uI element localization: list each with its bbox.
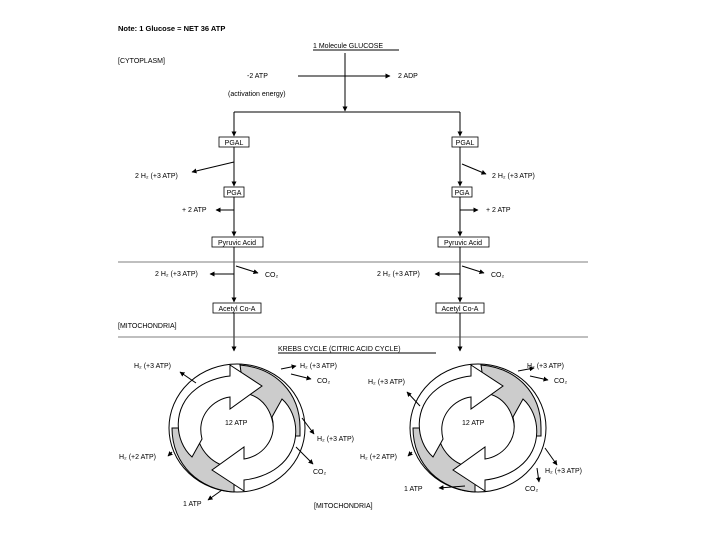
co2-label-left: CO₂ <box>265 272 279 279</box>
krebs-cycle-left: 12 ATP H₂ (+3 ATP) H₂ (+3 ATP) CO₂ H₂ (+… <box>119 363 354 508</box>
cytoplasm-label: [CYTOPLASM] <box>118 58 165 65</box>
arrow-co2-bottom-r <box>535 467 541 483</box>
label-h2-3-topright: H₂ (+3 ATP) <box>300 363 337 370</box>
arrow-h2-2-left-r <box>407 451 413 457</box>
right-branch: PGAL 2 H₂ (+3 ATP) PGA + 2 ATP Pyruvic A… <box>377 136 535 352</box>
label-co2-topright-r: CO₂ <box>554 378 568 385</box>
co2-arrow-left <box>235 265 259 275</box>
pga-box-right <box>451 186 473 198</box>
left-branch: PGAL 2 H₂ (+3 ATP) PGA + 2 ATP Pyruvic A… <box>135 136 279 352</box>
pyruvic-box-right <box>437 236 490 248</box>
white-arrow-bottom-right <box>452 398 538 492</box>
white-arrow-top-right <box>418 364 504 458</box>
arrow-h2-3-right <box>301 417 315 435</box>
pga-label-right: PGA <box>455 190 470 197</box>
pgal-box-right <box>451 136 479 148</box>
co2-label-right: CO₂ <box>491 272 505 279</box>
mitochondria-label-bottom: [MITOCHONDRIA] <box>314 503 373 510</box>
glucose-label: 1 Molecule GLUCOSE <box>313 43 383 50</box>
arrow-h2-3-right-r <box>544 447 558 466</box>
arrow-h2-3-topleft-r <box>406 391 421 407</box>
krebs-ring-left <box>168 363 306 493</box>
arrow-h2-3-topright-r <box>517 366 535 372</box>
acetyl-box-left <box>212 302 262 314</box>
acetyl-label-right: Acetyl Co-A <box>442 306 479 313</box>
label-co2-right: CO₂ <box>313 469 327 476</box>
label-h2-3-topleft-r: H₂ (+3 ATP) <box>368 379 405 386</box>
h2-label-left-2: 2 H₂ (+3 ATP) <box>155 271 198 278</box>
arrow-1atp-right <box>438 485 466 491</box>
white-arrow-bottom-left <box>211 398 297 492</box>
krebs-ring-right <box>409 363 547 493</box>
co2-arrow-right <box>461 265 485 275</box>
h2-label-right: 2 H₂ (+3 ATP) <box>492 173 535 180</box>
arrow-h2-3-topleft <box>179 371 197 384</box>
minus-atp-label: -2 ATP <box>247 73 268 80</box>
acetyl-label-left: Acetyl Co-A <box>219 306 256 313</box>
pyruvic-label-right: Pyruvic Acid <box>444 240 482 247</box>
h2-label-right-2: 2 H₂ (+3 ATP) <box>377 271 420 278</box>
arrow-co2-topright-r <box>529 375 549 382</box>
activation-energy-label: (activation energy) <box>228 91 286 98</box>
arrow-co2-right <box>295 446 314 465</box>
label-h2-2-left: H₂ (+2 ATP) <box>119 454 156 461</box>
label-h2-3-right: H₂ (+3 ATP) <box>317 436 354 443</box>
label-h2-3-right-r: H₂ (+3 ATP) <box>545 468 582 475</box>
white-arrow-top-left <box>177 364 263 458</box>
arrow-h2-2-left <box>167 451 173 457</box>
label-h2-2-left-r: H₂ (+2 ATP) <box>360 454 397 461</box>
label-h2-3-topleft: H₂ (+3 ATP) <box>134 363 171 370</box>
adp-label: 2 ADP <box>398 73 418 80</box>
label-co2-topright: CO₂ <box>317 378 331 385</box>
h2-arrow-right <box>461 163 487 175</box>
label-co2-bottom-r: CO₂ <box>525 486 539 493</box>
label-1atp-left: 1 ATP <box>183 501 202 508</box>
krebs-cycle-right: 12 ATP H₂ (+3 ATP) H₂ (+3 ATP) CO₂ H₂ (+… <box>360 363 582 493</box>
krebs-title: KREBS CYCLE (CITRIC ACID CYCLE) <box>278 346 401 353</box>
pga-label-left: PGA <box>227 190 242 197</box>
label-1atp-right: 1 ATP <box>404 486 423 493</box>
pgal-label-left: PGAL <box>225 140 244 147</box>
h2-arrow-left <box>191 161 235 174</box>
arrow-1atp-left <box>207 489 223 501</box>
pyruvic-label-left: Pyruvic Acid <box>218 240 256 247</box>
plus2atp-label-right: + 2 ATP <box>486 207 511 214</box>
label-h2-3-topright-r: H₂ (+3 ATP) <box>527 363 564 370</box>
pyruvic-box-left <box>211 236 264 248</box>
arrow-h2-3-topright <box>280 364 297 370</box>
plus2atp-label-left: + 2 ATP <box>182 207 207 214</box>
pgal-label-right: PGAL <box>456 140 475 147</box>
arrow-co2-topright <box>290 373 312 381</box>
note-text: Note: 1 Glucose = NET 36 ATP <box>118 24 225 33</box>
h2-label-left: 2 H₂ (+3 ATP) <box>135 173 178 180</box>
mitochondria-label-top: [MITOCHONDRIA] <box>118 323 177 330</box>
krebs-center-right: 12 ATP <box>462 420 485 427</box>
krebs-center-left: 12 ATP <box>225 420 248 427</box>
